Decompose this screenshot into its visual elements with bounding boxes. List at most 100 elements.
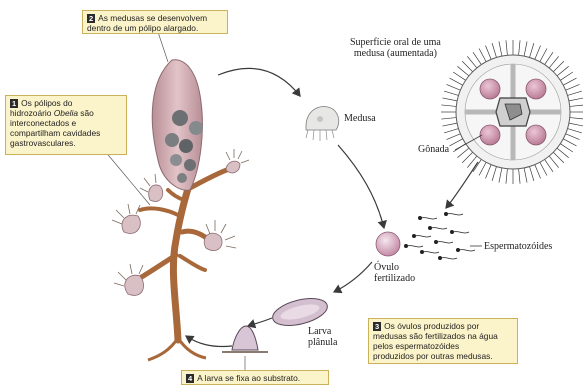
tentacle — [457, 148, 469, 158]
step-4-number: 4 — [186, 374, 194, 383]
tentacle — [492, 43, 496, 57]
tentacle — [492, 167, 496, 181]
tentacle — [473, 159, 481, 171]
step-2-line: dentro de um pólipo alargado. — [87, 23, 223, 33]
tentacle — [519, 169, 520, 184]
feeding-polyp — [204, 220, 236, 251]
tentacle — [545, 159, 553, 171]
feeding-polyp — [114, 264, 144, 295]
tentacle — [563, 139, 576, 146]
tentacle — [450, 139, 463, 146]
tentacle — [524, 41, 527, 56]
colony-branch — [180, 256, 205, 270]
tentacle — [519, 40, 520, 55]
colony-branch — [168, 190, 184, 200]
tentacle — [568, 129, 582, 133]
colony-branch — [140, 208, 178, 215]
arrow-egg-to-larva — [334, 262, 372, 292]
tentacle — [453, 72, 465, 80]
planula-label: Larva plânula — [308, 326, 337, 348]
tentacle — [540, 162, 547, 175]
obelia-colony — [112, 60, 249, 360]
fertilized-egg-label-line: fertilizado — [374, 273, 415, 284]
tentacle — [462, 152, 473, 163]
arrow-larva-to-settled — [248, 318, 272, 326]
tentacle — [545, 52, 553, 64]
tentacle — [479, 49, 486, 62]
tentacle — [557, 66, 569, 76]
step-1-line: compartilham cavidades — [10, 128, 122, 138]
tentacle — [535, 165, 541, 179]
tentacle — [563, 78, 576, 85]
step-3-line: pelos espermatozóides — [373, 341, 513, 351]
tentacle — [462, 61, 473, 72]
tentacle — [499, 168, 502, 183]
tentacle — [549, 156, 559, 168]
tentacle — [506, 169, 507, 184]
colony-root — [178, 338, 206, 358]
step-2-line: As medusas se desenvolvem — [98, 13, 207, 23]
tentacle — [499, 41, 502, 56]
tentacle — [442, 123, 457, 126]
tentacle — [568, 91, 582, 95]
tentacle — [569, 123, 583, 126]
tentacle — [479, 162, 486, 175]
arrow-surface-to-sperm — [446, 162, 478, 208]
medusa-label: Medusa — [344, 113, 376, 124]
step-1-line: Os pólipos do — [21, 98, 72, 108]
oral-surface-label-line: medusa (aumentada) — [350, 48, 441, 59]
step-2-number: 2 — [87, 14, 95, 23]
step-3-line: Os óvulos produzidos por — [384, 321, 479, 331]
step-3-line: produzidos por outras medusas. — [373, 351, 513, 361]
tentacle — [569, 98, 583, 101]
tentacle — [535, 45, 541, 59]
colony-root — [148, 338, 178, 360]
tentacle — [467, 56, 477, 68]
medusa-oral-surface — [441, 40, 583, 184]
planula-label-line: plânula — [308, 337, 337, 348]
feeding-polyp — [112, 204, 140, 233]
tentacle — [553, 61, 564, 72]
settled-larva — [222, 326, 268, 352]
tentacle — [506, 40, 507, 55]
arrow-settled-to-colony — [186, 336, 232, 347]
tentacle — [560, 72, 572, 80]
tentacle — [530, 43, 534, 57]
tentacle — [473, 52, 481, 64]
tentacle — [557, 148, 569, 158]
medusa-illustration — [306, 107, 339, 141]
tentacle — [570, 118, 583, 119]
tentacle — [553, 152, 564, 163]
gonad-label: Gônada — [418, 144, 449, 155]
step-1-line: gastrovasculares. — [10, 138, 122, 148]
fertilized-egg-label-line: Óvulo — [374, 262, 415, 273]
sperm-label: Espermatozóides — [484, 241, 552, 252]
tentacle — [444, 129, 458, 133]
tentacle — [566, 84, 580, 90]
tentacle — [566, 134, 580, 140]
tentacle — [485, 165, 491, 179]
tentacle — [540, 49, 547, 62]
oral-surface-label-line: Superfície oral de uma — [350, 37, 441, 48]
tentacle — [446, 84, 460, 90]
fertilized-egg-label: Óvulo fertilizado — [374, 262, 415, 284]
fertilized-egg — [376, 232, 400, 256]
tentacle — [549, 56, 559, 68]
step-3-number: 3 — [373, 322, 381, 331]
oral-surface-label: Superfície oral de uma medusa (aumentada… — [350, 37, 441, 59]
tentacle — [530, 167, 534, 181]
step-3-line: medusas são fertilizados na água — [373, 331, 513, 341]
tentacle — [441, 118, 456, 119]
sperm-cells — [404, 212, 475, 259]
tentacle — [524, 168, 527, 183]
tentacle — [441, 105, 456, 106]
planula-label-line: Larva — [308, 326, 337, 337]
planula-larva — [270, 294, 330, 331]
step-1-line: interconectados e — [10, 118, 122, 128]
tentacle — [450, 78, 463, 85]
tentacle — [485, 45, 491, 59]
